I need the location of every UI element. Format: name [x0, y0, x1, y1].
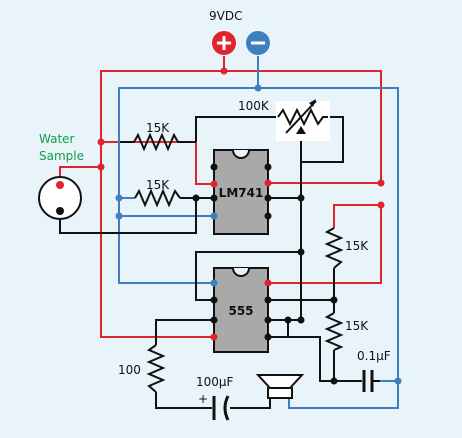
- pot-label: 100K: [238, 99, 270, 113]
- speaker-icon: [255, 374, 305, 399]
- resistor-upper: [120, 132, 196, 152]
- lm741-pins: [210, 163, 272, 220]
- r-upper-label: 15K: [146, 121, 170, 135]
- junction-dots: [97, 67, 402, 385]
- timer-555-pins: [210, 279, 272, 341]
- r-mid-right-label: 15K: [345, 239, 369, 253]
- probe-label-line1: Water: [39, 132, 75, 146]
- r-left-label: 100: [118, 363, 141, 377]
- film-capacitor: [362, 370, 380, 392]
- negative-terminal[interactable]: [246, 31, 270, 55]
- probe-label-line2: Sample: [39, 149, 84, 163]
- signal-wires: [59, 116, 362, 409]
- cap-film-label: 0.1µF: [357, 349, 391, 363]
- timer-555-chip[interactable]: 555: [213, 267, 269, 353]
- resistor-lower: [134, 188, 181, 208]
- lm741-label: LM741: [219, 186, 264, 200]
- r-lower-label: 15K: [146, 178, 170, 192]
- potentiometer[interactable]: [276, 99, 330, 141]
- water-probe[interactable]: [38, 176, 82, 220]
- resistor-left: [146, 344, 166, 393]
- resistor-mid-right: [324, 227, 344, 269]
- electrolytic-capacitor: [212, 395, 230, 421]
- positive-terminal[interactable]: [212, 31, 236, 55]
- cap-elec-label: 100µF: [196, 375, 234, 389]
- supply-label: 9VDC: [209, 9, 242, 23]
- cap-elec-plus: +: [198, 392, 208, 406]
- r-lower-right-label: 15K: [345, 319, 369, 333]
- resistor-lower-right: [324, 312, 344, 351]
- lm741-chip[interactable]: LM741: [213, 149, 269, 235]
- timer-555-label: 555: [228, 304, 253, 318]
